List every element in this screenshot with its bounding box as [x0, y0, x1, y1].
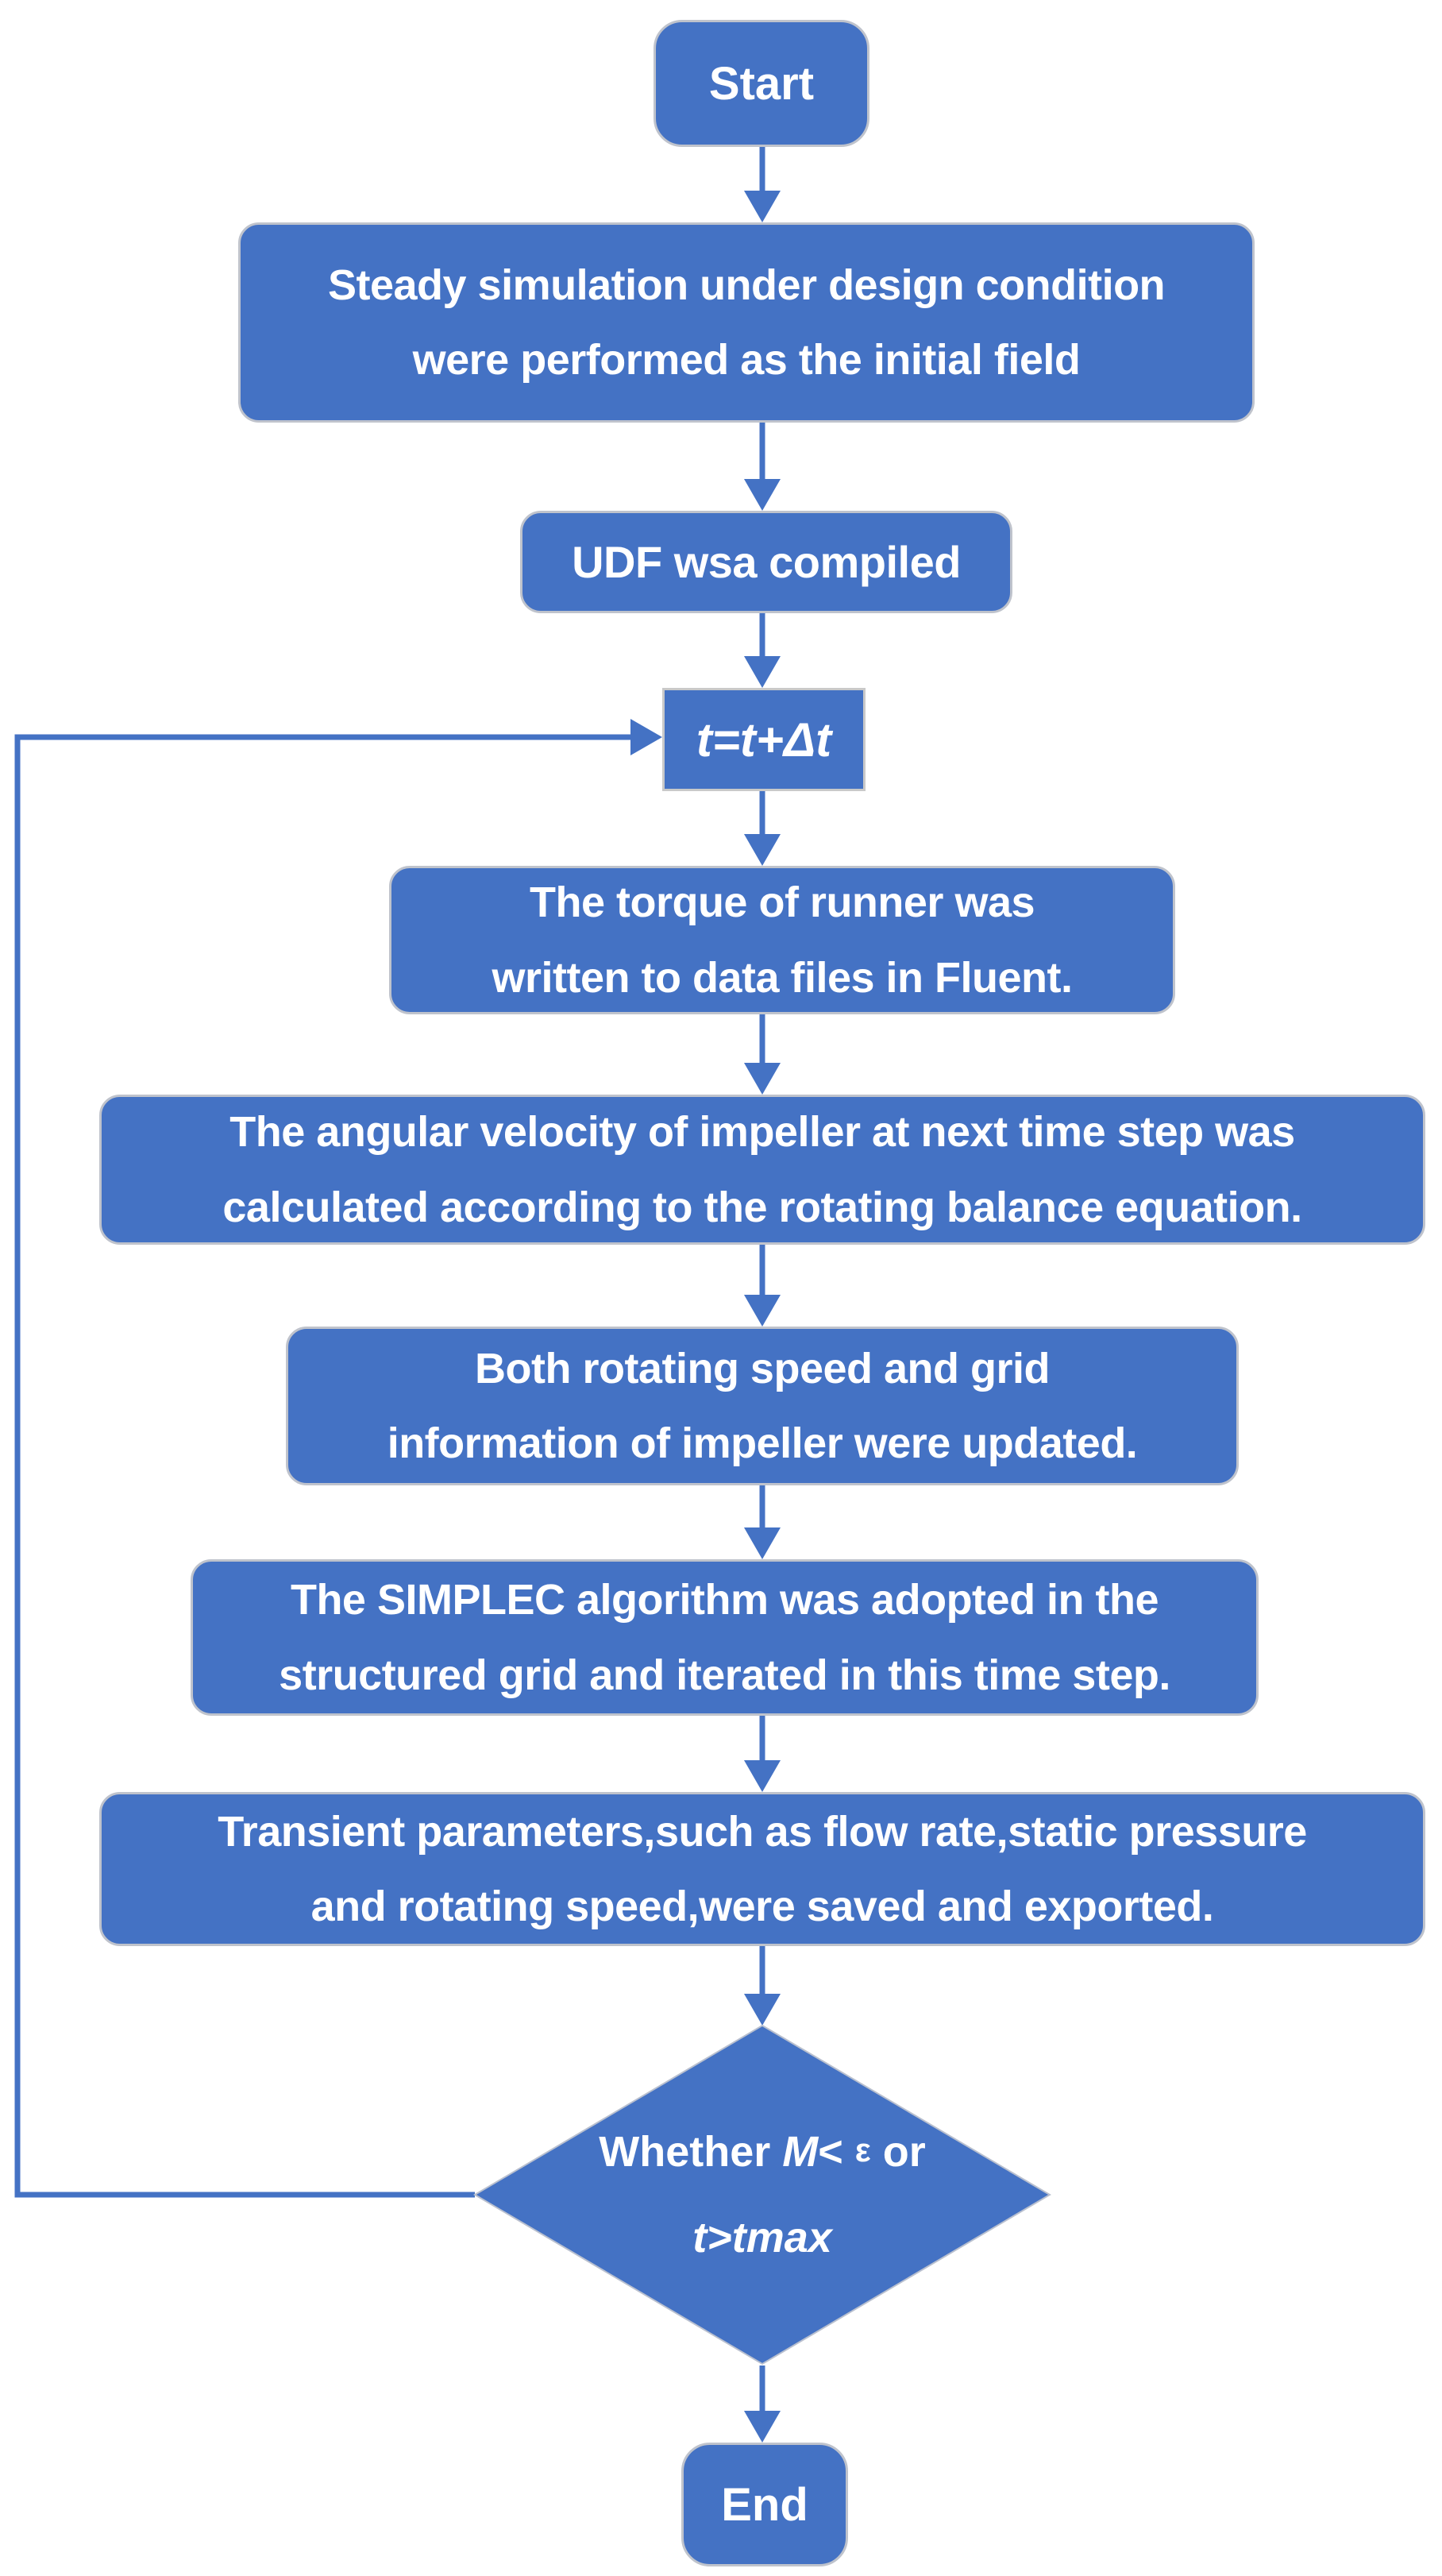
node-transient-line2: and rotating speed,were saved and export… — [310, 1883, 1214, 1930]
loopback-connector — [14, 719, 662, 2198]
node-udf-compiled: UDF wsa compiled — [520, 511, 1012, 613]
node-torque-line1: The torque of runner was — [529, 879, 1035, 926]
arrow-torque-to-angular — [744, 1014, 781, 1095]
arrow-angular-to-update — [744, 1245, 781, 1327]
node-simplec-line1: The SIMPLEC algorithm was adopted in the — [290, 1576, 1159, 1624]
decision-line1: Whether M< ε or — [599, 2109, 926, 2195]
decision-or-text: or — [870, 2128, 926, 2176]
arrow-start-to-steady — [744, 147, 781, 222]
node-decision-label: Whether M< ε or t>tmax — [475, 2049, 1050, 2340]
arrow-udf-to-timestep — [744, 613, 781, 688]
node-grid-update: Both rotating speed and grid information… — [286, 1327, 1239, 1485]
node-angular-velocity: The angular velocity of impeller at next… — [99, 1095, 1425, 1245]
node-time-step-label: t=t+Δt — [696, 713, 832, 767]
node-steady-line1: Steady simulation under design condition — [327, 261, 1166, 309]
arrow-timestep-to-torque — [744, 791, 781, 866]
node-angular-line1: The angular velocity of impeller at next… — [229, 1108, 1295, 1156]
arrow-update-to-simplec — [744, 1485, 781, 1559]
node-transient-line1: Transient parameters,such as flow rate,s… — [218, 1807, 1307, 1856]
decision-m-var: M — [782, 2128, 819, 2176]
node-update-line2: information of impeller were updated. — [387, 1419, 1138, 1467]
node-update-line1: Both rotating speed and grid — [475, 1344, 1051, 1392]
node-end-label: End — [721, 2478, 808, 2531]
decision-line2: t>tmax — [692, 2214, 832, 2261]
node-steady-simulation: Steady simulation under design condition… — [238, 222, 1255, 423]
arrow-steady-to-udf — [744, 423, 781, 511]
decision-epsilon: ε — [854, 2131, 871, 2169]
node-simplec: The SIMPLEC algorithm was adopted in the… — [191, 1559, 1259, 1716]
arrow-simplec-to-transient — [744, 1716, 781, 1792]
arrow-transient-to-decision — [744, 1946, 781, 2026]
node-steady-line2: were performed as the initial field — [412, 336, 1081, 384]
node-start: Start — [654, 20, 869, 147]
node-torque-line2: written to data files in Fluent. — [492, 953, 1073, 1002]
node-udf-label: UDF wsa compiled — [572, 537, 961, 587]
node-transient-parameters: Transient parameters,such as flow rate,s… — [99, 1792, 1425, 1946]
node-time-step: t=t+Δt — [662, 688, 866, 791]
decision-less-than: < — [818, 2128, 855, 2176]
node-angular-line2: calculated according to the rotating bal… — [222, 1183, 1302, 1231]
decision-whether-text: Whether — [599, 2128, 783, 2176]
node-torque: The torque of runner was written to data… — [389, 866, 1175, 1014]
node-simplec-line2: structured grid and iterated in this tim… — [279, 1651, 1170, 1699]
node-end: End — [681, 2443, 848, 2566]
arrow-decision-to-end — [744, 2366, 781, 2443]
node-start-label: Start — [708, 57, 815, 110]
decision-diamond — [473, 2024, 1051, 2366]
